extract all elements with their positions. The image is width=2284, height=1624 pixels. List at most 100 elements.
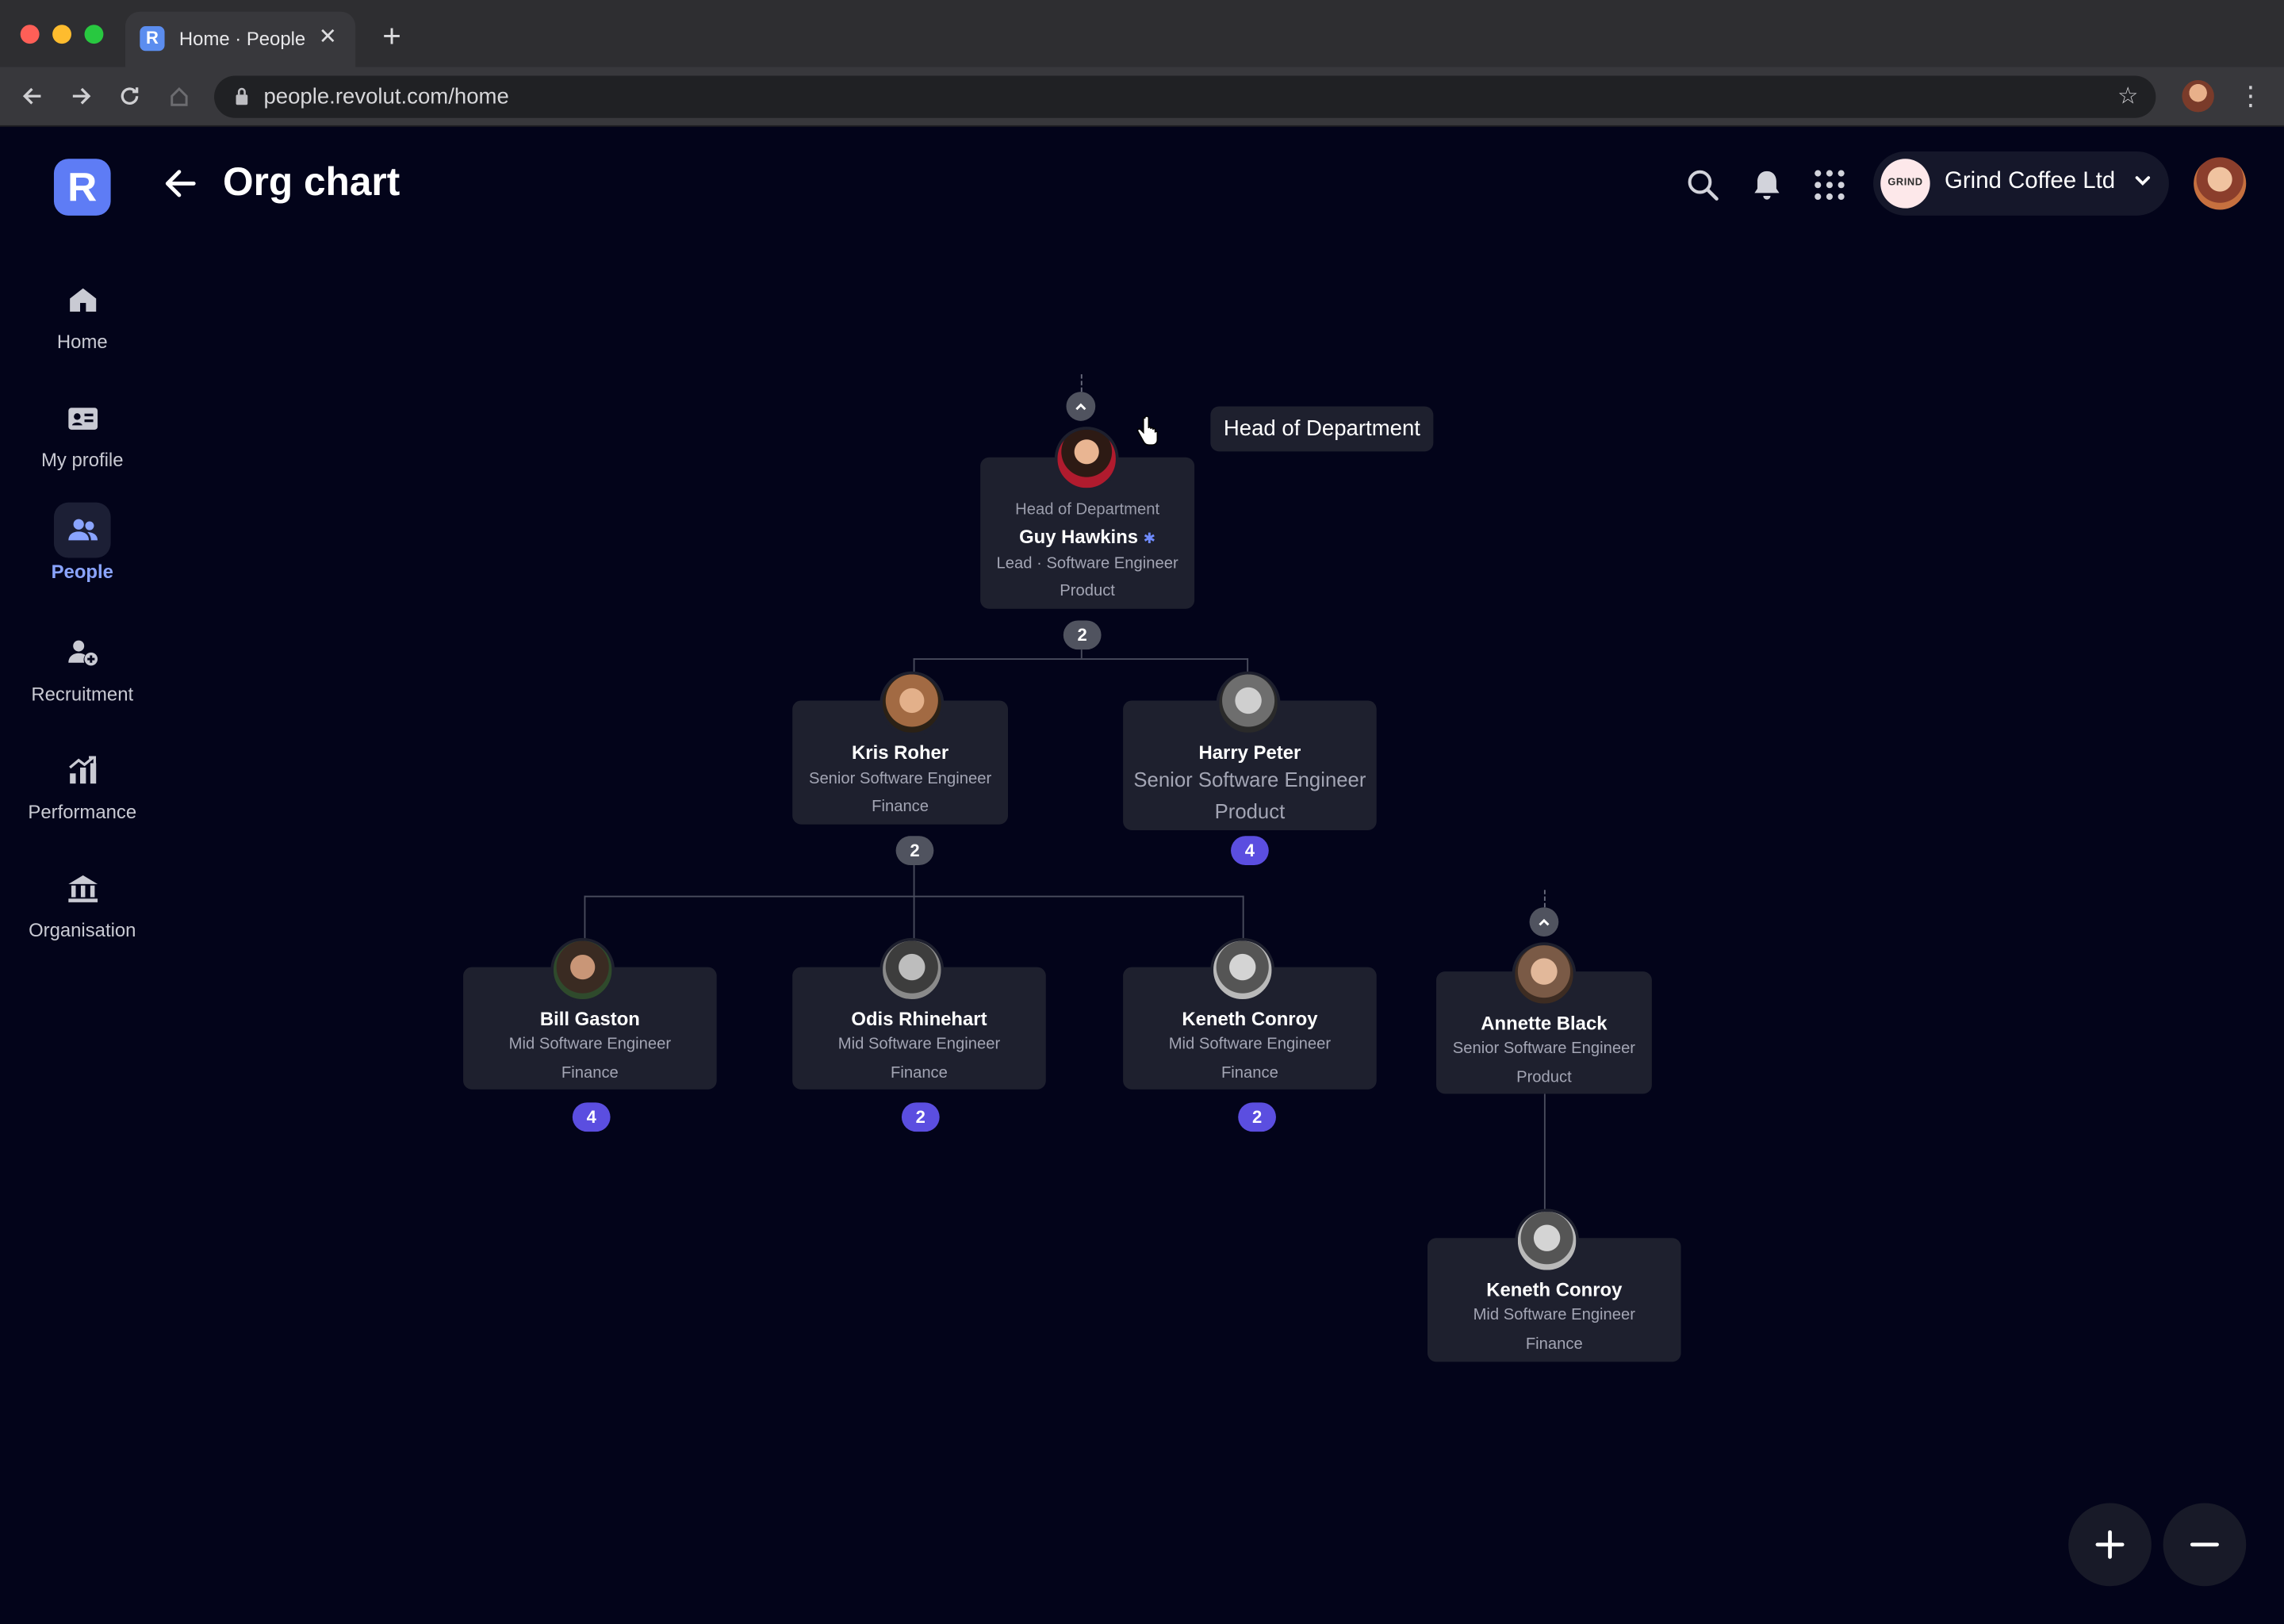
- plus-icon: [2095, 1530, 2125, 1559]
- connector-line: [1543, 1094, 1546, 1213]
- new-tab-icon[interactable]: +: [382, 17, 401, 54]
- browser-tabbar: R Home · People ✕ +: [0, 0, 2284, 67]
- avatar: [1216, 671, 1281, 736]
- back-arrow-icon[interactable]: [162, 165, 200, 203]
- bookmark-star-icon[interactable]: ☆: [2117, 84, 2139, 109]
- sidebar-item-label: Performance: [28, 801, 137, 823]
- maximize-window-button[interactable]: [84, 25, 104, 44]
- close-window-button[interactable]: [20, 25, 40, 44]
- company-switcher[interactable]: GRIND Grind Coffee Ltd: [1873, 151, 2169, 216]
- company-logo: GRIND: [1880, 159, 1930, 209]
- zoom-out-button[interactable]: [2163, 1503, 2247, 1587]
- connector-line: [913, 895, 915, 943]
- avatar: [550, 937, 615, 1002]
- org-card-kris-roher[interactable]: Kris Roher Senior Software Engineer Fina…: [792, 700, 1009, 825]
- sidebar-item-label: My profile: [41, 448, 124, 471]
- avatar: [1512, 942, 1577, 1007]
- avatar: [1054, 427, 1119, 491]
- avatar: [1210, 937, 1275, 1002]
- reports-count-badge[interactable]: 2: [901, 1102, 940, 1132]
- browser-profile-avatar[interactable]: [2182, 80, 2214, 113]
- zoom-in-button[interactable]: [2068, 1503, 2152, 1587]
- url-text: people.revolut.com/home: [263, 84, 509, 109]
- connector-line: [584, 895, 586, 943]
- revolut-logo[interactable]: R: [53, 159, 111, 216]
- card-role: Mid Software Engineer: [837, 1035, 1001, 1053]
- reports-count-badge[interactable]: 2: [1063, 620, 1102, 650]
- sidebar-item-organisation[interactable]: Organisation: [14, 861, 150, 957]
- avatar: [1515, 1208, 1580, 1274]
- browser-tab[interactable]: R Home · People ✕: [125, 11, 356, 67]
- card-name: Kris Roher: [852, 741, 949, 764]
- tooltip: Head of Department: [1210, 406, 1434, 452]
- sidebar-item-label: Recruitment: [31, 683, 134, 705]
- page-title: Org chart: [223, 160, 400, 205]
- sidebar-item-people[interactable]: People: [14, 502, 150, 599]
- card-role: Mid Software Engineer: [1473, 1306, 1635, 1324]
- sidebar-item-home[interactable]: Home: [14, 272, 150, 368]
- reports-count-badge[interactable]: 2: [895, 836, 934, 866]
- reports-count-badge[interactable]: 4: [572, 1102, 611, 1132]
- card-role: Senior Software Engineer: [1452, 1040, 1636, 1058]
- performance-chart-icon: [54, 743, 111, 799]
- user-avatar[interactable]: [2194, 157, 2247, 210]
- collapse-up-button[interactable]: [1066, 392, 1096, 421]
- sidebar-item-recruitment[interactable]: Recruitment: [14, 625, 150, 721]
- forward-icon[interactable]: [66, 80, 98, 112]
- org-card-annette-black[interactable]: Annette Black Senior Software Engineer P…: [1436, 971, 1652, 1094]
- card-name: Keneth Conroy: [1182, 1008, 1318, 1030]
- lock-icon: [236, 87, 248, 105]
- card-badge: Head of Department: [1015, 500, 1160, 519]
- id-card-icon: [54, 390, 111, 446]
- home-icon: [54, 272, 111, 327]
- collapse-up-button[interactable]: [1529, 907, 1559, 937]
- card-name: Odis Rhinehart: [851, 1008, 987, 1030]
- head-star-icon[interactable]: ✱: [1143, 531, 1156, 548]
- reports-count-badge[interactable]: 2: [1238, 1102, 1276, 1132]
- avatar: [879, 671, 945, 736]
- connector-line: [1242, 895, 1244, 943]
- card-role: Senior Software Engineer: [1133, 767, 1366, 791]
- card-name: Bill Gaston: [539, 1008, 640, 1030]
- sidebar-item-label: People: [51, 561, 113, 583]
- bell-icon[interactable]: [1749, 167, 1784, 202]
- app-content: R Org chart Home My profile People: [0, 126, 2284, 1624]
- address-bar[interactable]: people.revolut.com/home ☆: [214, 75, 2156, 118]
- card-role: Mid Software Engineer: [508, 1035, 672, 1053]
- sidebar-item-performance[interactable]: Performance: [14, 743, 150, 839]
- card-department: Finance: [872, 798, 929, 816]
- hand-cursor-icon: [1136, 416, 1159, 446]
- back-icon[interactable]: [16, 80, 48, 112]
- card-name: Harry Peter: [1198, 741, 1301, 764]
- connector-line: [913, 865, 915, 896]
- connector-line: [913, 658, 1249, 661]
- tab-close-icon[interactable]: ✕: [318, 25, 337, 50]
- card-department: Product: [1516, 1069, 1572, 1087]
- reload-icon[interactable]: [113, 80, 145, 112]
- sidebar-item-my-profile[interactable]: My profile: [14, 390, 150, 486]
- apps-grid-icon[interactable]: [1812, 167, 1847, 202]
- browser-menu-icon[interactable]: ⋮: [2237, 81, 2264, 111]
- minimize-window-button[interactable]: [52, 25, 71, 44]
- search-icon[interactable]: [1685, 167, 1720, 202]
- card-department: Finance: [1221, 1064, 1278, 1082]
- connector-line: [913, 658, 915, 678]
- card-role: Senior Software Engineer: [808, 770, 992, 788]
- home-page-icon[interactable]: [163, 80, 195, 112]
- reports-count-badge[interactable]: 4: [1231, 836, 1269, 866]
- connector-line: [1247, 658, 1249, 678]
- minus-icon: [2190, 1542, 2219, 1547]
- browser-toolbar: people.revolut.com/home ☆ ⋮: [0, 67, 2284, 127]
- card-role: Mid Software Engineer: [1168, 1035, 1332, 1053]
- card-department: Finance: [891, 1064, 948, 1082]
- tab-favicon-icon: R: [140, 26, 165, 52]
- card-department: Product: [1214, 799, 1286, 823]
- card-name: Guy Hawkins ✱: [1019, 526, 1156, 548]
- card-department: Finance: [1525, 1335, 1583, 1354]
- org-card-keneth-conroy[interactable]: Keneth Conroy Mid Software Engineer Fina…: [1123, 967, 1377, 1090]
- card-role: Lead · Software Engineer: [996, 554, 1178, 573]
- connector-line: [1080, 649, 1083, 659]
- card-name: Keneth Conroy: [1486, 1278, 1623, 1301]
- chevron-down-icon: [2135, 176, 2151, 186]
- card-department: Product: [1060, 582, 1115, 600]
